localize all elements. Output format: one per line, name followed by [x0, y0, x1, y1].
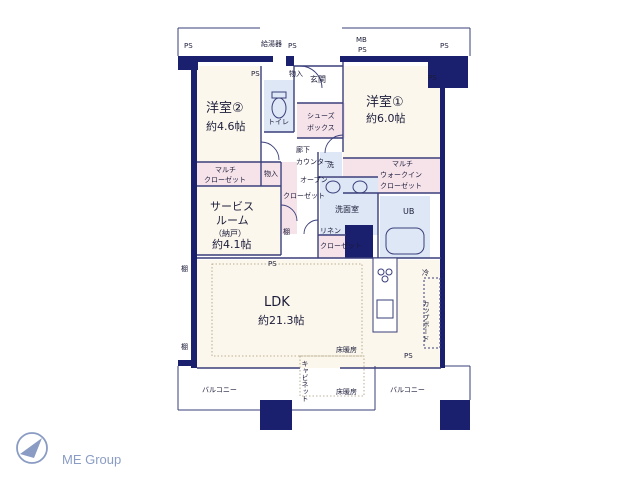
shoes-box-label-2: ボックス [307, 124, 335, 132]
walls [178, 56, 470, 430]
stove-burner-icon [381, 275, 389, 283]
western1-size: 約6.0帖 [366, 111, 406, 125]
ldk-name: LDK [264, 295, 290, 310]
mbps-label-top: MB [356, 36, 367, 44]
outline [177, 27, 471, 411]
ps-label: PS [428, 74, 437, 82]
door-arcs [260, 65, 344, 235]
western2-floor [197, 66, 261, 162]
ps-label: PS [251, 70, 260, 78]
brand-name: ME Group [62, 452, 122, 467]
cupboard-label: カップボード [422, 300, 430, 342]
ps-label: PS [268, 260, 277, 268]
cupboard-box [423, 277, 441, 349]
ps-label: PS [184, 42, 193, 50]
western2-size: 約4.6帖 [206, 119, 246, 133]
basin-icon [352, 180, 368, 194]
balcony-right-label: バルコニー [390, 386, 425, 394]
water-heater-label: 給湯器 [261, 39, 282, 48]
floor-heating-label: 床暖房 [336, 387, 357, 396]
bathtub-icon [385, 227, 425, 255]
interior-walls [197, 62, 441, 369]
service-line3: （納戸） [214, 228, 246, 238]
floor-heating-label: 床暖房 [336, 345, 357, 354]
western1-name: 洋室① [366, 94, 404, 110]
open-closet-label-1: オープン [300, 176, 328, 184]
balcony-left-label: バルコニー [202, 386, 237, 394]
western1-floor [343, 66, 440, 158]
multi-closet-fill [197, 162, 261, 186]
ub-fill [380, 196, 430, 258]
open-closet-label-2: クローゼット [283, 191, 325, 200]
shoes-box-fill [297, 103, 345, 138]
ldk-floor [197, 260, 441, 368]
sink-icon [376, 299, 394, 319]
counter-label: カウンター [296, 157, 331, 166]
linen-label-2: クローゼット [320, 241, 362, 250]
shelf-label: 棚 [181, 342, 188, 351]
wash-fill [320, 152, 342, 176]
shoes-box-label-1: シューズ [307, 111, 335, 120]
floor-heating-area [211, 263, 365, 397]
ps-label: PS [404, 352, 413, 360]
stove-burner-icon [377, 268, 385, 276]
linen-label-1: リネン [320, 227, 341, 235]
service-line1: サービス [210, 200, 254, 213]
linen-fill [318, 235, 346, 258]
storage-fill [261, 162, 280, 186]
western2-name: 洋室② [206, 100, 244, 116]
multi-walkin-label-1: マルチ [392, 160, 413, 168]
toilet-tank-icon [271, 91, 287, 99]
service-floor [197, 187, 281, 255]
shelf-label: 棚 [181, 264, 188, 273]
washroom-label: 洗面室 [335, 204, 359, 214]
multi-walkin-label-3: クローゼット [380, 181, 422, 190]
entrance-label: 玄関 [310, 74, 326, 84]
fridge-label: 冷 [422, 268, 429, 277]
wash-label: 洗 [327, 160, 334, 169]
ub-label: UB [403, 207, 414, 216]
multi-closet-label-1: マルチ [215, 166, 236, 174]
basin-icon [325, 180, 341, 194]
cabinet-label: キャビネット [301, 360, 309, 402]
multi-walkin-label-2: ウォークイン [380, 171, 422, 179]
storage-label: 物入 [289, 69, 303, 78]
mbps-label-bottom: PS [358, 46, 367, 54]
stove-burner-icon [385, 268, 393, 276]
ps-label: PS [288, 42, 297, 50]
service-size: 約4.1帖 [212, 237, 252, 251]
multi-closet-label-2: クローゼット [204, 175, 246, 184]
brand-logo-icon [16, 432, 48, 464]
service-line2: ルーム [216, 214, 249, 227]
toilet-label: トイレ [268, 118, 289, 126]
shelf-label: 棚 [283, 227, 290, 236]
kitchen-counter [372, 257, 398, 333]
hallway-label: 廊下 [296, 145, 310, 154]
open-closet-fill [281, 162, 297, 234]
ps-label: PS [440, 42, 449, 50]
ldk-size: 約21.3帖 [258, 313, 305, 327]
storage-label: 物入 [264, 169, 278, 178]
toilet-fill [264, 80, 294, 132]
